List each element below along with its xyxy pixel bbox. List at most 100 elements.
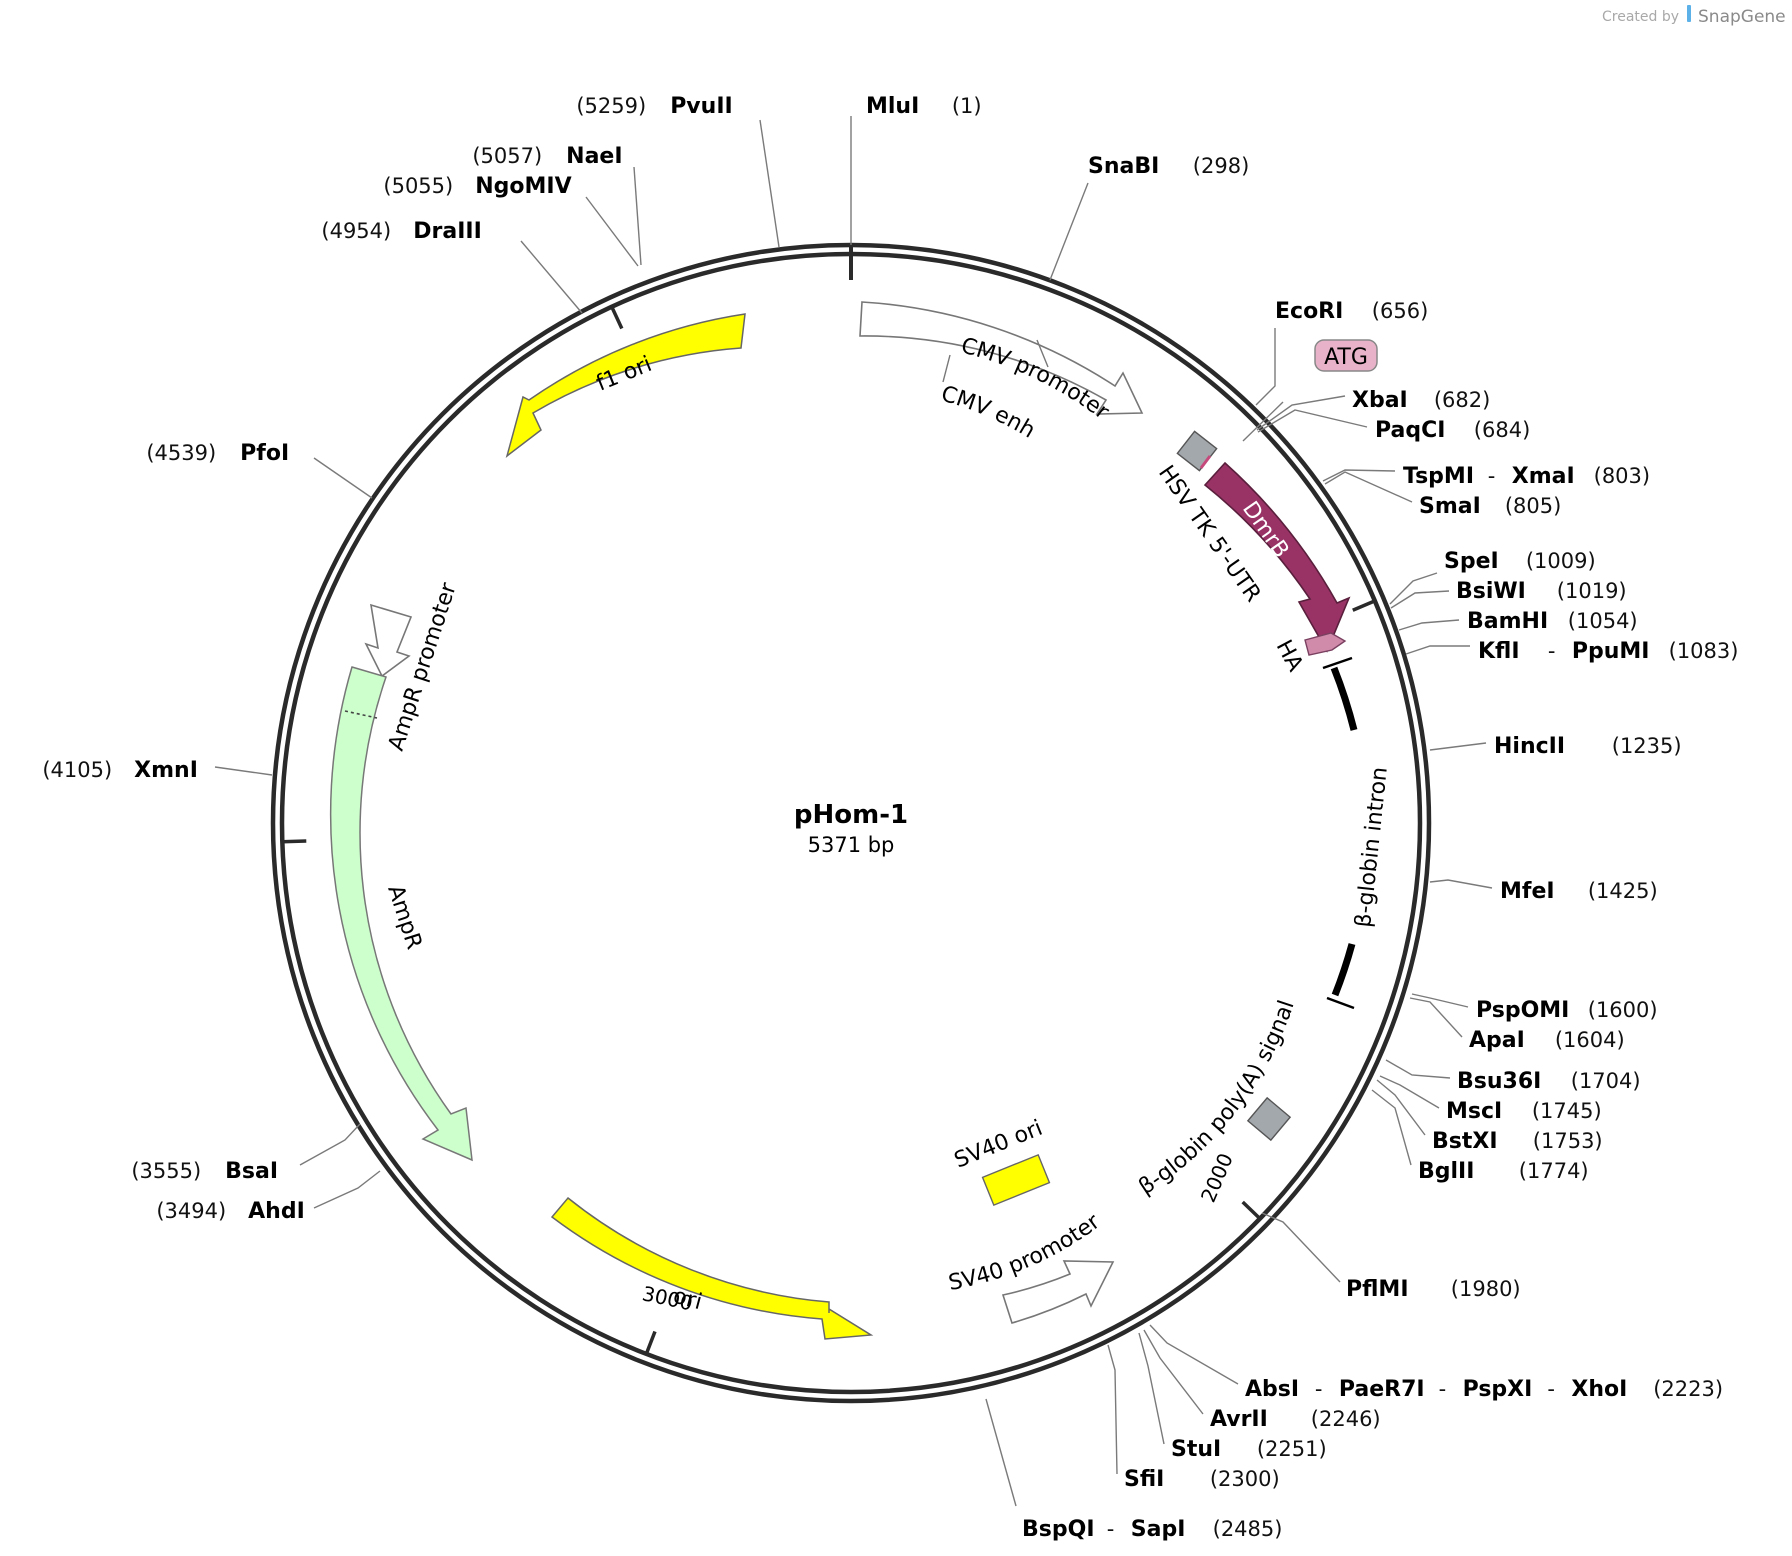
site-leader (1257, 409, 1368, 433)
site-leader (1255, 328, 1276, 406)
site-sfii[interactable]: SfiI(2300) (1107, 1344, 1280, 1492)
atg-box (1314, 339, 1378, 372)
site-position: (4954) (321, 219, 391, 243)
site-leader (759, 119, 780, 248)
site-leader (585, 196, 639, 267)
site-paqci[interactable]: PaqCI(684) (1257, 409, 1530, 443)
site-leader (1429, 879, 1493, 889)
site-position: (682) (1434, 388, 1490, 412)
site-name: StuI (1171, 1437, 1221, 1462)
site-draiii[interactable]: DraIII(4954) (321, 219, 583, 314)
site-name: PflMI (1346, 1277, 1409, 1302)
site-ecori[interactable]: EcoRI(656) (1255, 299, 1428, 406)
site-pflmi[interactable]: PflMI(1980) (1261, 1212, 1521, 1302)
site-name: NaeI (566, 144, 622, 169)
site-mlui[interactable]: MluI (1) (850, 94, 982, 245)
ha-box (1304, 632, 1347, 656)
hsv-tk-utr-box (1176, 430, 1218, 472)
site-leader (1385, 1059, 1451, 1079)
site-name: BamHI (1467, 609, 1548, 634)
ruler-ticks: 10002000300040005000 (282, 306, 1376, 1355)
site-leader (214, 766, 273, 776)
atg-leader (1242, 401, 1284, 442)
site-name: TspMI (1403, 464, 1474, 489)
site-position: (5259) (576, 94, 646, 118)
site-position: (805) (1505, 494, 1561, 518)
site-name: MluI (866, 94, 919, 119)
site-name: PaqCI (1375, 418, 1445, 443)
site-name: BspQI (1022, 1517, 1095, 1542)
site-name: PpuMI (1572, 639, 1650, 664)
site-name: XmaI (1512, 464, 1575, 489)
site-bsai[interactable]: BsaI(3555) (131, 1123, 361, 1184)
site-name: MfeI (1500, 879, 1555, 904)
site-leader (1411, 993, 1469, 1008)
site-xmni[interactable]: XmnI(4105) (42, 758, 273, 783)
site-leader (1429, 742, 1487, 751)
site-xbai[interactable]: XbaI(682) (1256, 388, 1490, 431)
intron-start-cap (1322, 656, 1353, 670)
site-bamhi[interactable]: BamHI(1054) (1398, 609, 1638, 634)
site-position: (2485) (1213, 1517, 1283, 1541)
site-position: (803) (1594, 464, 1650, 488)
site-bglii[interactable]: BglII(1774) (1371, 1089, 1589, 1184)
site-pvuii[interactable]: PvuII(5259) (576, 94, 780, 248)
site-position: (4105) (42, 758, 112, 782)
site-leader (1389, 572, 1438, 605)
site-name: SfiI (1124, 1467, 1164, 1492)
site-avrii[interactable]: AvrII(2246) (1143, 1329, 1381, 1432)
site-snabi[interactable]: SnaBI(298) (1049, 154, 1249, 281)
site-bspqi[interactable]: BspQI-SapI(2485) (985, 1398, 1283, 1542)
site-name: SapI (1131, 1517, 1186, 1542)
site-name: SmaI (1419, 494, 1481, 519)
tick-mark-2000 (1241, 1200, 1262, 1220)
intron-segment-1 (1330, 666, 1358, 731)
site-naei[interactable]: NaeI(5057) (472, 144, 642, 266)
site-bstxi[interactable]: BstXI(1753) (1376, 1079, 1603, 1154)
cmv-divider (1036, 339, 1049, 368)
site-spei[interactable]: SpeI(1009) (1389, 549, 1596, 605)
site-msci[interactable]: MscI(1745) (1379, 1075, 1602, 1124)
site-leader (299, 1123, 361, 1166)
tick-mark-3000 (644, 1330, 657, 1355)
feature-atg[interactable]: ATG (1199, 339, 1378, 469)
site-ahdi[interactable]: AhdI(3494) (156, 1170, 381, 1224)
feature-ori[interactable]: ori (550, 1196, 874, 1340)
site-bsu36i[interactable]: Bsu36I(1704) (1385, 1059, 1641, 1094)
site-hincii[interactable]: HincII(1235) (1429, 734, 1682, 759)
feature-beta-globin-intron[interactable]: β-globin intron (1322, 656, 1393, 1010)
site-leader (1322, 469, 1396, 482)
feature-sv40-promoter[interactable]: SV40 promoter (947, 1209, 1115, 1324)
site-name: XhoI (1571, 1377, 1627, 1402)
site-position: (5055) (383, 174, 453, 198)
site-bsiwi[interactable]: BsiWI(1019) (1390, 579, 1627, 609)
site-leader (1149, 1324, 1239, 1385)
site-smai[interactable]: SmaI (805) (1324, 471, 1561, 519)
site-ngomiv[interactable]: NgoMIV(5055) (383, 174, 639, 267)
site-apai[interactable]: ApaI(1604) (1409, 997, 1625, 1053)
site-pfoi[interactable]: PfoI(4539) (146, 441, 373, 499)
site-leader (1409, 997, 1463, 1038)
site-absi[interactable]: AbsI-PaeR7I-PspXI-XhoI(2223) (1149, 1324, 1723, 1402)
site-leader (1138, 1332, 1165, 1445)
feature-sv40-ori[interactable]: SV40 ori (951, 1116, 1051, 1207)
snapgene-logo-icon (1687, 5, 1691, 22)
site-kfli[interactable]: KflI-PpuMI(1083) (1405, 639, 1738, 664)
site-separator: - (1548, 639, 1556, 663)
tick-mark-1000 (1352, 599, 1376, 612)
site-position: (1774) (1519, 1159, 1589, 1183)
feature-ampr-promoter[interactable]: AmpR promoter (364, 579, 462, 754)
site-name: HincII (1494, 734, 1565, 759)
site-position: (298) (1193, 154, 1249, 178)
site-mfei[interactable]: MfeI (1425) (1429, 879, 1658, 904)
site-position: (1) (952, 94, 982, 118)
site-leader (1405, 645, 1470, 655)
site-stui[interactable]: StuI(2251) (1138, 1332, 1327, 1462)
site-separator: - (1547, 1377, 1555, 1401)
site-pspomi[interactable]: PspOMI(1600) (1411, 993, 1658, 1023)
site-tspmi[interactable]: TspMI-XmaI(803) (1322, 464, 1650, 489)
site-leader (313, 457, 373, 499)
site-position: (1425) (1588, 879, 1658, 903)
site-position: (1753) (1533, 1129, 1603, 1153)
